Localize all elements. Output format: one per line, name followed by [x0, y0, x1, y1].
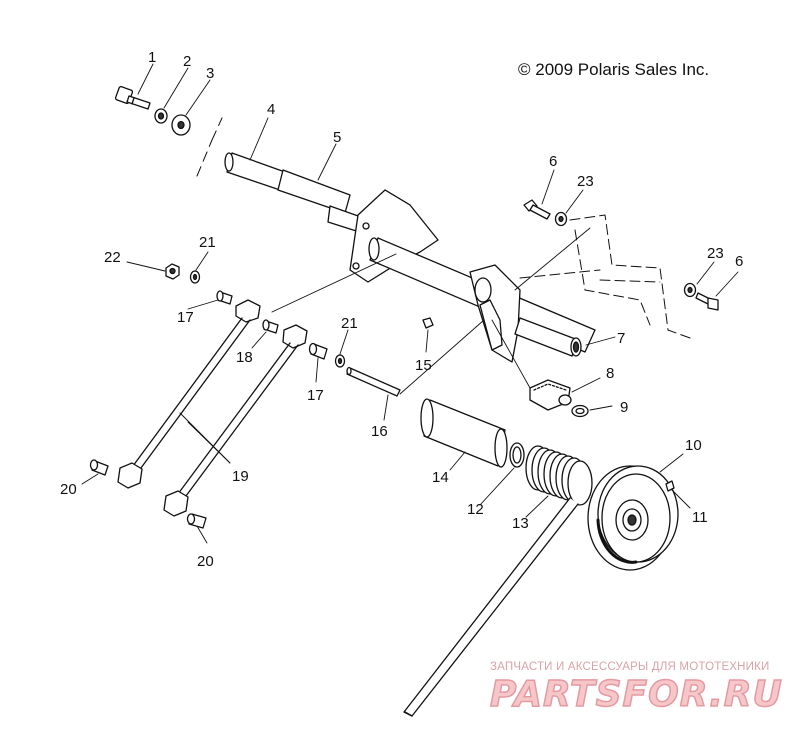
- torsion-spring-part-13: [403, 445, 593, 717]
- callout-19: 19: [232, 468, 249, 485]
- callout-2: 2: [183, 53, 191, 70]
- callout-20-left: 20: [60, 481, 77, 498]
- callout-22: 22: [104, 249, 121, 266]
- bushing-part-20-left: [89, 459, 109, 476]
- shaft-part-4: [224, 152, 286, 191]
- callout-6-lower: 6: [735, 253, 743, 270]
- callout-23-lower: 23: [707, 245, 724, 262]
- copyright-notice: © 2009 Polaris Sales Inc.: [518, 60, 710, 79]
- bushing-part-17-upper: [216, 290, 233, 305]
- bushing-part-20-lower: [186, 513, 207, 529]
- clip-part-11: [665, 480, 675, 492]
- pin-part-16: [346, 366, 401, 397]
- leader-lines: [81, 63, 739, 544]
- washer-part-12: [509, 442, 525, 468]
- axle-tube-part-5: [277, 169, 596, 363]
- bolt-part-1: [114, 85, 151, 110]
- watermark-tagline: ЗАПЧАСТИ И АКСЕССУАРЫ ДЛЯ МОТОТЕХНИКИ: [490, 661, 770, 673]
- callout-21-lower: 21: [341, 315, 358, 332]
- callout-11: 11: [692, 509, 708, 526]
- callout-1: 1: [148, 49, 156, 66]
- callout-7: 7: [617, 330, 625, 347]
- callout-12: 12: [467, 501, 484, 518]
- bolt-part-6-upper: [523, 199, 551, 220]
- callout-3: 3: [206, 65, 214, 82]
- callout-5: 5: [333, 129, 341, 146]
- washer-part-23-upper: [554, 211, 568, 227]
- shaft-end-part-7: [514, 317, 582, 357]
- callout-10: 10: [685, 437, 702, 454]
- link-arm-part-19: [117, 299, 308, 517]
- callout-20-lower: 20: [197, 553, 214, 570]
- callout-15: 15: [415, 357, 432, 374]
- callout-16: 16: [371, 423, 388, 440]
- bushing-part-18: [262, 319, 279, 334]
- callout-8: 8: [606, 365, 614, 382]
- washer-part-21-lower: [334, 354, 346, 368]
- callout-17-lower: 17: [307, 387, 324, 404]
- washer-part-23-lower: [683, 282, 697, 298]
- callout-labels: 1 2 3 4 5 6 6 7 8 9 10 11 12 13 14 15 16…: [60, 49, 743, 570]
- wheel-part-10: [587, 465, 679, 571]
- lock-washer-part-2: [154, 108, 168, 124]
- callout-23-upper: 23: [577, 173, 594, 190]
- phantom-bracket: [519, 214, 691, 339]
- callout-14: 14: [432, 469, 449, 486]
- callout-9: 9: [620, 399, 628, 416]
- grease-fitting-part-15: [422, 317, 434, 329]
- spacer-tube-part-14: [420, 398, 508, 468]
- washer-part-3: [171, 114, 191, 136]
- callout-4: 4: [267, 101, 275, 118]
- bolt-part-6-lower: [695, 292, 719, 311]
- callout-6-upper: 6: [549, 153, 557, 170]
- washer-part-9: [571, 404, 589, 418]
- washer-part-21-upper: [189, 270, 201, 284]
- adjuster-block-part-8: [529, 379, 572, 411]
- callout-13: 13: [512, 515, 529, 532]
- callout-18: 18: [236, 349, 253, 366]
- bushing-part-17-lower: [308, 342, 328, 360]
- callout-21-upper: 21: [199, 234, 216, 251]
- watermark-logo: PARTSFOR.RU: [489, 673, 783, 716]
- nut-part-22: [165, 263, 180, 280]
- callout-17-upper: 17: [177, 309, 194, 326]
